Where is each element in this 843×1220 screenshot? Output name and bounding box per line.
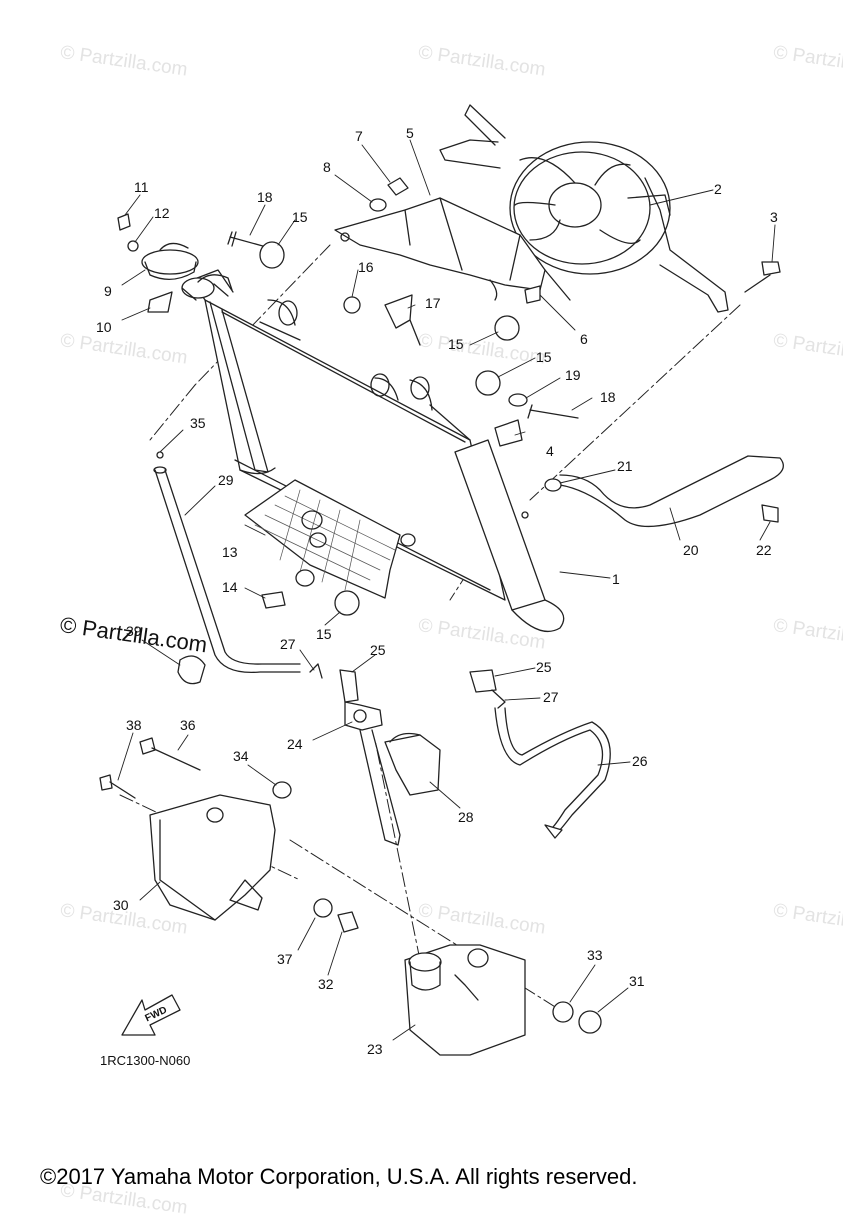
callout-27-b[interactable]: 27: [543, 689, 559, 705]
callout-18-b[interactable]: 18: [600, 389, 616, 405]
callout-36[interactable]: 36: [180, 717, 196, 733]
callout-19[interactable]: 19: [565, 367, 581, 383]
callout-39[interactable]: 39: [126, 623, 142, 639]
fwd-arrow: [121, 994, 181, 1036]
callout-25-b[interactable]: 25: [536, 659, 552, 675]
callout-26[interactable]: 26: [632, 753, 648, 769]
callout-8[interactable]: 8: [323, 159, 331, 175]
callout-4[interactable]: 4: [546, 443, 554, 459]
callout-25-a[interactable]: 25: [370, 642, 386, 658]
washers: [313, 898, 602, 1034]
callout-11[interactable]: 11: [134, 179, 149, 195]
callout-3[interactable]: 3: [770, 209, 778, 225]
callout-24[interactable]: 24: [287, 736, 303, 752]
callout-15-a[interactable]: 15: [292, 209, 308, 225]
callout-16[interactable]: 16: [358, 259, 374, 275]
radiator: [181, 269, 565, 633]
callout-17[interactable]: 17: [425, 295, 441, 311]
callout-15-c[interactable]: 15: [536, 349, 552, 365]
reservoir-tank: [404, 944, 526, 1056]
callout-18-a[interactable]: 18: [257, 189, 273, 205]
grommets: [259, 241, 541, 616]
callout-35[interactable]: 35: [190, 415, 206, 431]
callout-6[interactable]: 6: [580, 331, 588, 347]
callout-34[interactable]: 34: [233, 748, 249, 764]
callout-37[interactable]: 37: [277, 951, 293, 967]
callout-9[interactable]: 9: [104, 283, 112, 299]
radiator-cap: [117, 213, 233, 313]
callout-33[interactable]: 33: [587, 947, 603, 963]
callout-12[interactable]: 12: [154, 205, 170, 221]
reservoir-cover: [384, 732, 441, 796]
radiator-guard: [244, 479, 416, 599]
fan-cover: [334, 197, 571, 301]
callout-30[interactable]: 30: [113, 897, 129, 913]
callout-27-a[interactable]: 27: [280, 636, 296, 652]
callout-23[interactable]: 23: [367, 1041, 383, 1057]
callout-13[interactable]: 13: [222, 544, 238, 560]
leader-lines: [117, 139, 776, 1041]
copyright-notice: ©2017 Yamaha Motor Corporation, U.S.A. A…: [40, 1164, 638, 1189]
callout-31[interactable]: 31: [629, 973, 645, 989]
cooling-fan: [439, 104, 729, 313]
hoses: [153, 451, 784, 839]
callout-14[interactable]: 14: [222, 579, 238, 595]
fittings: [177, 655, 506, 846]
tank-cover: [149, 781, 292, 921]
diagram-code: 1RC1300-N060: [100, 1053, 191, 1068]
callout-21[interactable]: 21: [617, 458, 633, 474]
callout-29[interactable]: 29: [218, 472, 234, 488]
callout-15-b[interactable]: 15: [448, 336, 464, 352]
callout-7[interactable]: 7: [355, 128, 363, 144]
callout-32[interactable]: 32: [318, 976, 334, 992]
callout-38[interactable]: 38: [126, 717, 142, 733]
callout-10[interactable]: 10: [96, 319, 112, 335]
callout-20[interactable]: 20: [683, 542, 699, 558]
callout-1[interactable]: 1: [612, 571, 620, 587]
callout-22[interactable]: 22: [756, 542, 772, 558]
callout-5[interactable]: 5: [406, 125, 414, 141]
callout-28[interactable]: 28: [458, 809, 474, 825]
callout-15-d[interactable]: 15: [316, 626, 332, 642]
callout-2[interactable]: 2: [714, 181, 722, 197]
brackets: [384, 294, 523, 447]
bolts: [99, 177, 781, 799]
